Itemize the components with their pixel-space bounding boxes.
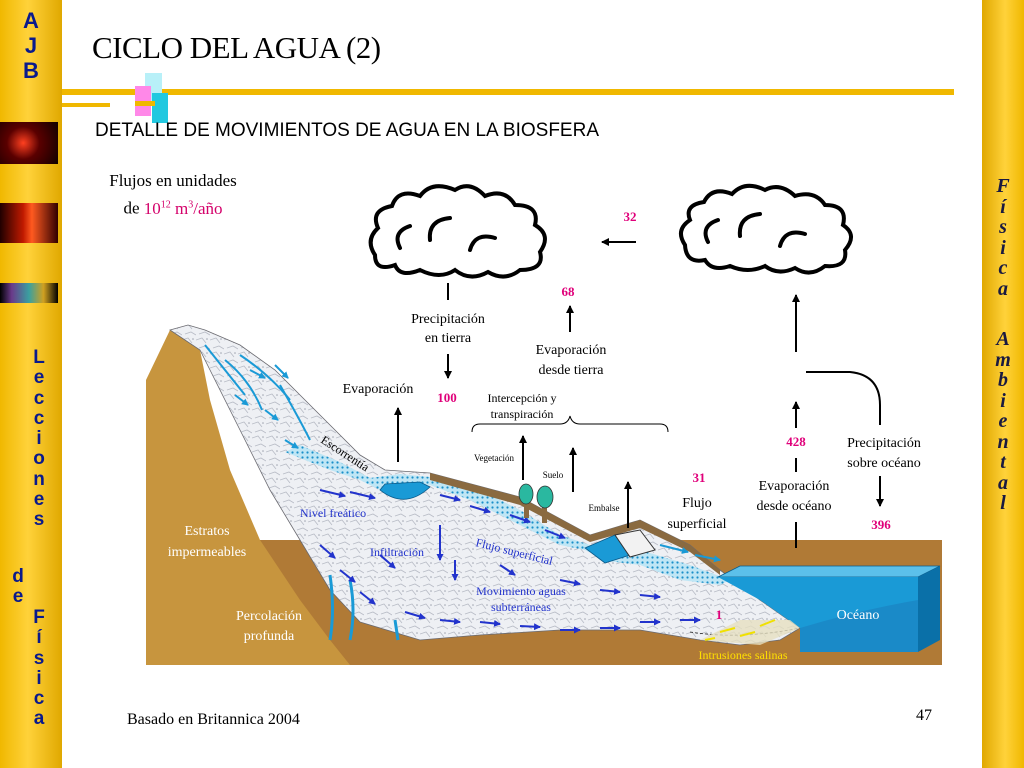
right-sidebar <box>982 0 1024 768</box>
saline-intrusion-arrows <box>704 619 776 641</box>
sidebar-series-de: d e <box>12 566 24 607</box>
label-precip-land-1: Precipitación <box>411 312 485 327</box>
bracket-intercep <box>471 415 669 433</box>
cloud-land <box>368 184 547 279</box>
label-reservoir: Embalse <box>589 503 620 513</box>
thumbnail-image-3 <box>0 283 58 303</box>
label-runoff-1: Flujo <box>682 496 712 511</box>
label-evap-land-2: desde tierra <box>539 363 605 378</box>
vegetation-trees <box>518 483 554 523</box>
label-infiltration: Infiltración <box>370 545 424 559</box>
label-evap-ocean-1: Evaporación <box>759 479 830 494</box>
flow-arrows <box>394 238 884 548</box>
label-evaporation: Evaporación <box>343 382 414 397</box>
label-water-table: Nivel freático <box>300 506 366 520</box>
sidebar-series-fisica: F í s i c a <box>33 607 45 730</box>
label-impermeable-2: impermeables <box>168 545 247 560</box>
value-precip-ocean: 396 <box>871 517 891 532</box>
page-number: 47 <box>916 707 932 724</box>
value-evap-ocean: 428 <box>786 434 806 449</box>
label-impermeable-1: Estratos <box>184 524 229 539</box>
units-de: de <box>123 198 140 218</box>
title-decoration <box>62 73 954 123</box>
arrow-precip-ocean-arc <box>806 371 881 425</box>
label-percolation-2: profunda <box>244 629 295 644</box>
sidebar-course-title: F í s i c a A m b i e n t a l <box>995 175 1011 514</box>
landscape <box>146 324 942 665</box>
value-surface-runoff: 31 <box>693 470 706 485</box>
label-runoff-2: superficial <box>667 517 726 532</box>
label-soil: Suelo <box>543 470 564 480</box>
value-evap-land: 68 <box>562 284 576 299</box>
label-groundwater-2: subterráneas <box>491 600 551 614</box>
source-citation: Basado en Britannica 2004 <box>127 711 300 728</box>
slide-subtitle: DETALLE DE MOVIMIENTOS DE AGUA EN LA BIO… <box>95 120 599 141</box>
thumbnail-image-1 <box>0 122 58 164</box>
label-ocean: Océano <box>837 608 880 623</box>
label-intercep-1: Intercepción y <box>488 391 557 405</box>
label-evap-land-1: Evaporación <box>536 343 607 358</box>
sidebar-series-title: L e c c i o n e s <box>33 347 45 531</box>
label-saline-intrusion: Intrusiones salinas <box>699 648 788 662</box>
slide-title: CICLO DEL AGUA (2) <box>92 30 381 65</box>
value-groundwater-to-ocean: 1 <box>716 607 723 622</box>
sidebar-logo-ajb: A J B <box>23 8 39 83</box>
units-note: Flujos en unidades de 1012 m3/año <box>92 169 254 221</box>
label-precip-ocean-1: Precipitación <box>847 436 921 451</box>
units-line-1: Flujos en unidades <box>109 171 237 190</box>
cloud-ocean <box>679 183 853 275</box>
label-vegetation: Vegetación <box>474 453 514 463</box>
units-line-2: de 1012 m3/año <box>92 193 254 221</box>
label-intercep-2: transpiración <box>491 407 554 421</box>
label-percolation-1: Percolación <box>236 609 302 624</box>
units-value: 1012 m3/año <box>143 198 223 218</box>
surface-flow-arrows <box>234 364 721 563</box>
value-precip-land: 100 <box>437 390 457 405</box>
label-evap-ocean-2: desde océano <box>756 499 831 514</box>
thumbnail-image-2 <box>0 203 58 243</box>
value-atmospheric-transport: 32 <box>624 209 637 224</box>
label-precip-ocean-2: sobre océano <box>847 456 920 471</box>
label-precip-land-2: en tierra <box>425 331 472 346</box>
label-groundwater-1: Movimiento aguas <box>476 584 566 598</box>
groundwater-arrows <box>319 489 701 634</box>
